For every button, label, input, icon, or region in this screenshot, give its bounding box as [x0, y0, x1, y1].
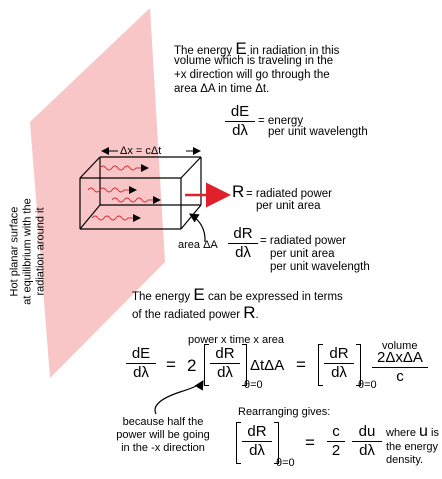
dR-dlambda-desc1: = radiated power — [260, 235, 346, 247]
R-desc1: = radiated power — [246, 188, 332, 200]
express-symbol-E: E — [193, 285, 205, 304]
dR-dlambda-desc3: per unit wavelength — [270, 261, 370, 273]
half-power-note: because half the power will be going in … — [108, 416, 218, 455]
wave-1 — [99, 164, 149, 172]
eq-bracket1-sub: θ=0 — [244, 379, 263, 391]
side-label-line1: Hot planar surface — [8, 206, 21, 297]
side-label-line2: at equilibrium with the — [21, 198, 34, 305]
rearr-bracket-right — [274, 422, 279, 464]
rearr-equals: = — [305, 433, 315, 452]
eq-dt-dA: ΔtΔA — [250, 357, 285, 374]
area-pointer-arrow — [188, 213, 206, 243]
intro-line4: area ΔA in time Δt. — [174, 83, 270, 95]
eq-bracket2-right — [356, 344, 361, 386]
radiation-waves — [87, 164, 161, 222]
intro-line1: The energy E in radiation in this — [174, 39, 340, 58]
half-power-pointer — [154, 379, 204, 415]
where-u-symbol: u — [419, 423, 428, 440]
half-power-line3: in the -x direction — [121, 442, 205, 454]
rearr-bracket-left — [236, 422, 241, 464]
volume-box — [79, 156, 202, 230]
eq-bracket2-left — [318, 344, 323, 386]
eq-bracket2-sub: θ=0 — [358, 379, 377, 391]
R-desc2: per unit area — [256, 200, 321, 212]
dE-dlambda-desc2: per unit wavelength — [268, 126, 368, 138]
annot-volume: volume — [382, 340, 418, 352]
rearr-bracket-sub: θ=0 — [276, 457, 295, 469]
eq-equals-2: = — [296, 355, 306, 374]
wave-4 — [91, 214, 141, 222]
intro-symbol-E: E — [235, 39, 247, 58]
eq-bracket1-right — [242, 344, 247, 386]
box-dx-label: Δx = cΔt — [120, 145, 162, 157]
dR-dlambda-desc2: per unit area — [270, 248, 335, 260]
rearrange-label: Rearranging gives: — [238, 406, 331, 418]
annot-power-time-area: power x time x area — [188, 334, 284, 346]
area-label: area ΔA — [178, 239, 218, 251]
side-label: Hot planar surface at equilibrium with t… — [9, 172, 48, 332]
express-line1: The energy E can be expressed in terms — [132, 285, 343, 304]
intro-line3: +x direction will go through the — [174, 69, 330, 81]
half-power-line2: power will be going — [116, 429, 210, 441]
half-power-line1: because half the — [122, 416, 204, 428]
R-symbol: R — [232, 182, 245, 201]
express-symbol-R: R — [243, 303, 256, 322]
eq-factor-2: 2 — [187, 356, 197, 375]
eq-equals-1: = — [166, 355, 176, 374]
dE-dlambda-desc1: = energy — [258, 115, 304, 127]
intro-line2: volume which is traveling in the — [174, 55, 334, 67]
express-line2: of the radiated power R. — [132, 303, 259, 322]
side-label-line3: radiation around it — [34, 207, 47, 296]
where-u-line2: the energy — [386, 441, 438, 453]
wave-2 — [87, 186, 137, 194]
where-u-line1: where u is — [386, 423, 439, 440]
hot-planar-surface — [30, 8, 165, 378]
wave-3 — [111, 196, 161, 204]
where-u-line3: density. — [386, 454, 424, 466]
eq-bracket1-left — [204, 344, 209, 386]
